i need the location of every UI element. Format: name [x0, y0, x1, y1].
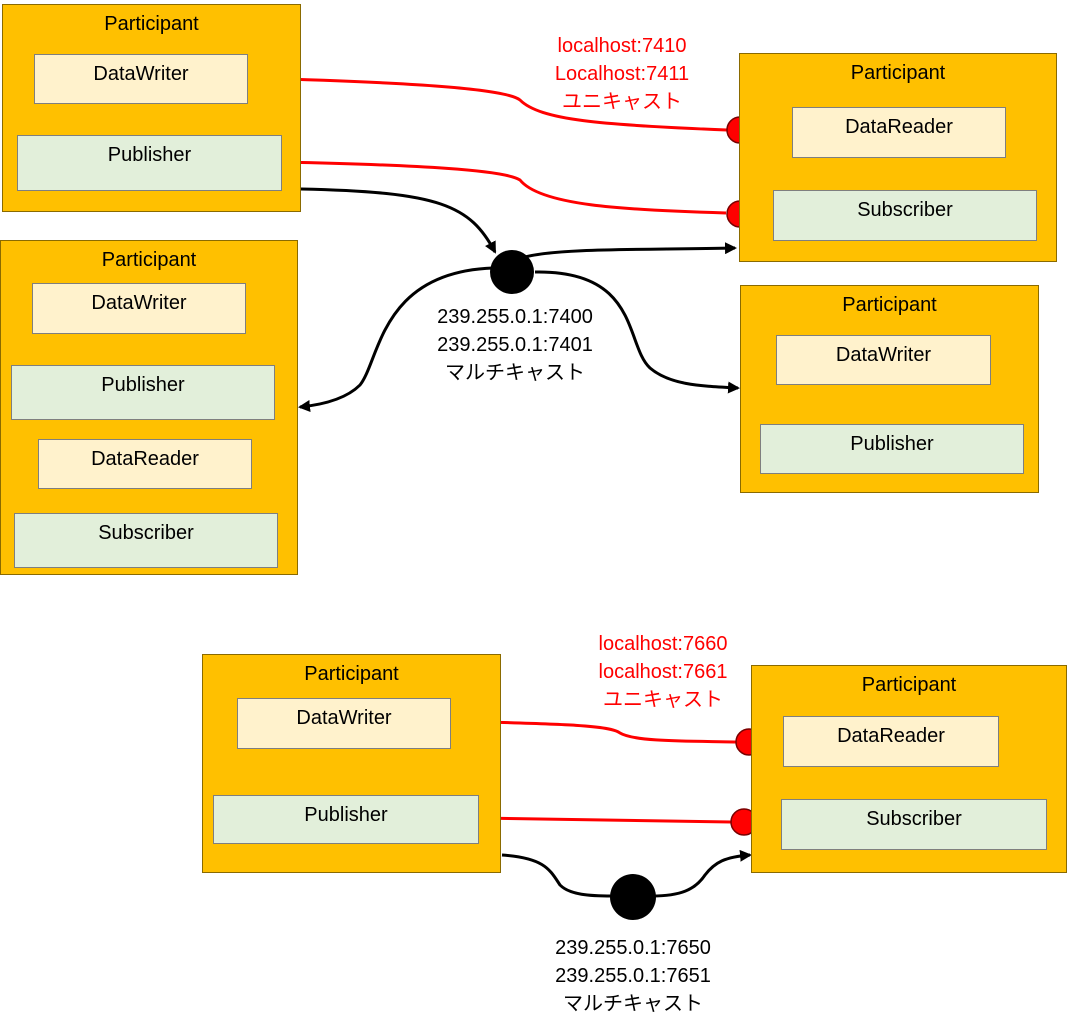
multicast-caption: マルチキャスト	[563, 993, 703, 1015]
unicast-line-top-1	[246, 76, 728, 132]
participant-title: Participant	[101, 249, 197, 271]
multicast-node-bottom	[610, 874, 656, 920]
participant-mid-left: Participant DataWriter Publisher DataRea…	[0, 240, 298, 575]
multicast-line-out-left	[298, 266, 494, 412]
participant-bottom-right: Participant DataReader Subscriber	[751, 665, 1067, 873]
subscriber-box: Subscriber	[14, 513, 278, 568]
unicast-address-2: localhost:7661	[598, 661, 728, 683]
participant-bottom-left: Participant DataWriter Publisher	[202, 654, 501, 873]
unicast-label-bottom: localhost:7660 localhost:7661 ユニキャスト	[563, 630, 763, 714]
unicast-address-2: Localhost:7411	[554, 63, 690, 85]
data-writer-box: DataWriter	[237, 698, 451, 749]
multicast-caption: マルチキャスト	[445, 362, 585, 384]
unicast-address-1: localhost:7660	[598, 633, 728, 655]
multicast-line-in-top	[300, 187, 497, 254]
unicast-caption: ユニキャスト	[603, 689, 723, 711]
multicast-address-2: 239.255.0.1:7651	[555, 965, 711, 987]
multicast-line-out-right	[534, 270, 740, 394]
data-writer-box: DataWriter	[34, 54, 248, 104]
unicast-caption: ユニキャスト	[562, 91, 682, 113]
unicast-line-bottom-1	[449, 719, 737, 744]
multicast-line-in-bottom	[501, 853, 613, 898]
subscriber-box: Subscriber	[781, 799, 1047, 850]
participant-title: Participant	[850, 62, 946, 84]
participant-title: Participant	[861, 674, 957, 696]
publisher-box: Publisher	[213, 795, 479, 844]
publisher-box: Publisher	[17, 135, 282, 191]
subscriber-box: Subscriber	[773, 190, 1037, 241]
unicast-line-top-2	[280, 160, 727, 215]
participant-title: Participant	[104, 13, 199, 35]
multicast-line-out-bottom	[651, 849, 752, 898]
multicast-line-out-top-1	[524, 242, 737, 259]
multicast-label-bottom: 239.255.0.1:7650 239.255.0.1:7651 マルチキャス…	[528, 934, 738, 1018]
participant-title: Participant	[842, 294, 937, 316]
multicast-node-top	[490, 250, 534, 294]
participant-top-right: Participant DataReader Subscriber	[739, 53, 1057, 262]
data-writer-box: DataWriter	[776, 335, 991, 385]
participant-mid-right: Participant DataWriter Publisher	[740, 285, 1039, 493]
data-writer-box: DataWriter	[32, 283, 246, 334]
unicast-address-1: localhost:7410	[557, 35, 687, 57]
multicast-address-2: 239.255.0.1:7401	[437, 334, 593, 356]
participant-title: Participant	[304, 663, 399, 685]
unicast-label-top: localhost:7410 Localhost:7411 ユニキャスト	[522, 32, 722, 116]
publisher-box: Publisher	[11, 365, 275, 420]
data-reader-box: DataReader	[783, 716, 999, 767]
multicast-label-top: 239.255.0.1:7400 239.255.0.1:7401 マルチキャス…	[410, 303, 620, 387]
multicast-address-1: 239.255.0.1:7650	[555, 937, 711, 959]
data-reader-box: DataReader	[792, 107, 1006, 158]
data-reader-box: DataReader	[38, 439, 252, 489]
multicast-address-1: 239.255.0.1:7400	[437, 306, 593, 328]
participant-top-left: Participant DataWriter Publisher	[2, 4, 301, 212]
publisher-box: Publisher	[760, 424, 1024, 474]
unicast-line-bottom-2	[477, 816, 732, 824]
